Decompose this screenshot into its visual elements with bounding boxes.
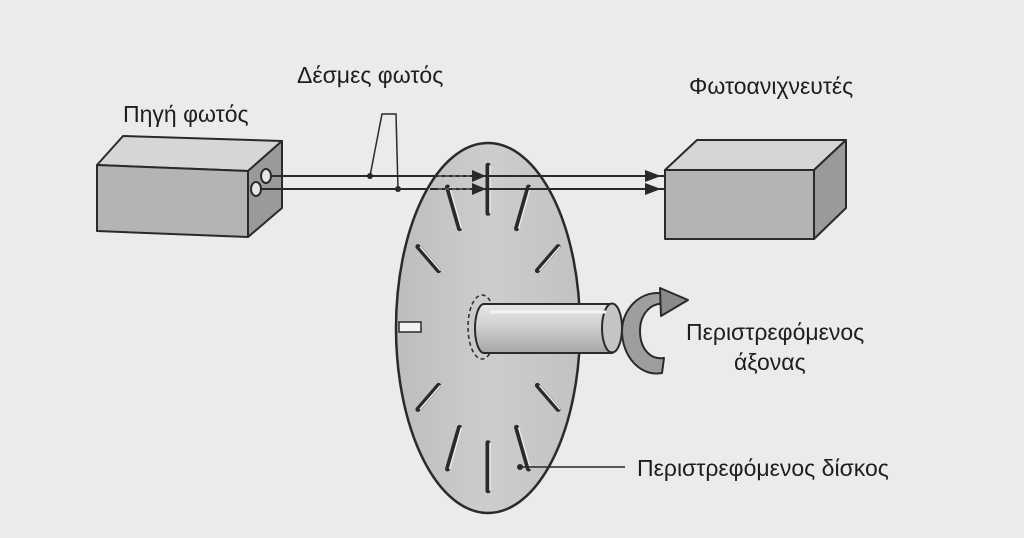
disc-slot [415,382,442,412]
disc-slot [534,382,561,412]
beam-arrowheads [472,170,661,195]
rotating-shaft-label-line2: άξονας [734,349,806,375]
disc-slot [514,424,531,472]
disc-index-mark [398,321,422,333]
leader-dot-upper-beam [367,173,373,179]
disc-slot-highlight [517,186,532,229]
shaft-body [474,303,613,354]
light-source-label: Πηγή φωτός [123,101,249,127]
disc-slot [415,244,442,274]
arrowhead-upper-mid [472,170,486,182]
rotating-shaft-label-line1: Περιστρεφόμενος [686,319,865,345]
leader-lines [369,113,625,468]
arrowhead-lower-end [645,183,661,195]
disc-slot-highlight [538,384,561,410]
disc-slot-highlight [517,427,532,470]
disc-slot-highlight [538,246,561,272]
light-source-aperture-upper [260,168,272,184]
rotating-shaft [474,302,623,354]
light-beams-label: Δέσμες φωτός [297,62,444,88]
rotation-arrow-head [659,287,689,317]
disc-slot-highlight [448,427,463,470]
disc-slots [415,162,561,494]
leader-dot-lower-beam [395,186,401,192]
disc-slot [534,244,561,274]
disc-slot-highlight [419,246,442,272]
photodetectors-label: Φωτοανιχνευτές [689,73,854,99]
photodetector-box-side [813,139,847,240]
disc-slot-highlight [448,186,463,229]
light-source-box-front [96,164,249,238]
photodetector-box-front [664,169,815,240]
rotation-arrow-band [621,292,672,375]
disc-slot-highlight [419,384,442,410]
photodetector-box [664,139,847,240]
light-source-box [96,135,283,238]
light-beams-front [430,175,664,190]
arrowhead-upper-end [645,170,661,182]
disc-slot [445,424,462,472]
disc-slot [514,184,531,232]
rotating-disc-label: Περιστρεφόμενος δίσκος [637,455,889,481]
leader-dots [367,173,523,470]
leader-light-beams [369,113,399,190]
leader-dot-disc [517,464,523,470]
arrowhead-lower-mid [472,183,486,195]
rotation-arrow [621,287,689,375]
light-source-aperture-lower [250,181,262,197]
disc-slot [445,184,462,232]
